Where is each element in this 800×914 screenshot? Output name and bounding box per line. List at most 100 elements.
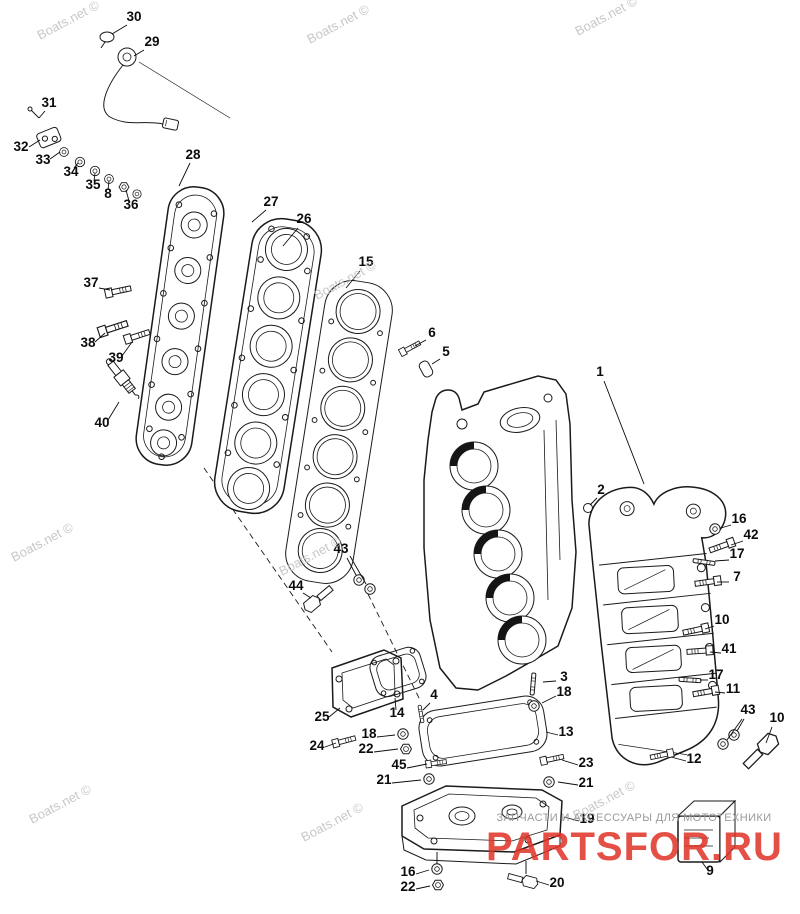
part-callout-1[interactable]: 1 [596, 364, 604, 379]
part-callout-15[interactable]: 15 [358, 254, 374, 269]
bolt-24 [331, 733, 357, 749]
part-callout-43[interactable]: 43 [740, 702, 756, 717]
part-callout-9[interactable]: 9 [706, 863, 714, 878]
bolt-38 [96, 317, 130, 339]
leader-line [49, 151, 61, 160]
part-callout-23[interactable]: 23 [578, 755, 594, 770]
crankcase [588, 486, 727, 766]
leader-line [28, 139, 41, 148]
leader-line [563, 816, 580, 822]
gasket-kit-box [676, 799, 737, 864]
part-callout-33[interactable]: 33 [35, 152, 51, 167]
part-callout-7[interactable]: 7 [733, 569, 741, 584]
leader-line [765, 726, 773, 744]
sensor-29 [117, 47, 137, 67]
part-callout-22[interactable]: 22 [400, 879, 415, 894]
exhaust-gasket [369, 646, 427, 698]
washer-21b [543, 776, 555, 788]
leader-line [324, 742, 337, 748]
part-callout-20[interactable]: 20 [549, 875, 564, 890]
part-callout-36[interactable]: 36 [123, 197, 139, 212]
leader-line [422, 702, 431, 711]
leader-line [346, 557, 357, 576]
part-callout-27[interactable]: 27 [263, 194, 278, 209]
plug-20 [506, 870, 540, 890]
leader-line [98, 287, 111, 291]
washer-16 [709, 523, 721, 535]
part-callout-16[interactable]: 16 [731, 511, 747, 526]
leader-line [414, 339, 427, 347]
part-callout-45[interactable]: 45 [391, 757, 407, 772]
part-callout-17[interactable]: 17 [708, 667, 723, 682]
part-callout-13[interactable]: 13 [558, 724, 574, 739]
washer-43d [364, 583, 376, 595]
leader-line [178, 162, 191, 187]
part-callout-42[interactable]: 42 [743, 527, 758, 542]
sensor-wire [103, 64, 164, 125]
part-callout-43[interactable]: 43 [333, 541, 349, 556]
part-callout-41[interactable]: 41 [721, 641, 737, 656]
part-callout-17[interactable]: 17 [729, 546, 744, 561]
part-callout-6[interactable]: 6 [428, 325, 436, 340]
part-callout-39[interactable]: 39 [108, 350, 123, 365]
part-callout-25[interactable]: 25 [314, 709, 330, 724]
part-callout-8[interactable]: 8 [104, 186, 112, 201]
part-callout-24[interactable]: 24 [309, 738, 325, 753]
part-callout-22[interactable]: 22 [358, 741, 373, 756]
washer-18 [397, 728, 409, 740]
part-callout-29[interactable]: 29 [144, 34, 159, 49]
part-callout-3[interactable]: 3 [560, 669, 568, 684]
leader-line [431, 358, 441, 365]
dowel-5 [418, 360, 434, 378]
part-callout-37[interactable]: 37 [83, 275, 98, 290]
part-callout-34[interactable]: 34 [63, 164, 79, 179]
part-callout-28[interactable]: 28 [185, 147, 201, 162]
part-callout-32[interactable]: 32 [13, 139, 28, 154]
washer-18b [528, 700, 540, 712]
head-bolts [96, 283, 152, 345]
part-callout-16[interactable]: 16 [400, 864, 416, 879]
part-callout-4[interactable]: 4 [430, 687, 438, 702]
part-callout-10[interactable]: 10 [714, 612, 729, 627]
part-callout-21[interactable]: 21 [578, 775, 594, 790]
head-gasket [285, 280, 393, 584]
leader-line [125, 189, 130, 202]
part-callout-2[interactable]: 2 [597, 482, 605, 497]
part-callout-10[interactable]: 10 [769, 710, 784, 725]
leader-line [720, 524, 732, 529]
part-callout-18[interactable]: 18 [361, 726, 377, 741]
part-callout-11[interactable]: 11 [726, 681, 741, 696]
leader-line [603, 380, 645, 485]
part-callout-40[interactable]: 40 [94, 415, 109, 430]
part-callout-19[interactable]: 19 [579, 811, 594, 826]
stud-17b [678, 676, 702, 684]
leader-line [709, 651, 722, 654]
leader-line [561, 759, 579, 766]
part-callout-44[interactable]: 44 [288, 578, 304, 593]
part-callout-38[interactable]: 38 [80, 335, 96, 350]
part-callout-5[interactable]: 5 [442, 344, 450, 359]
engine-block [423, 375, 577, 691]
part-callout-18[interactable]: 18 [556, 684, 572, 699]
leader-line [107, 401, 120, 421]
leader-line [415, 869, 430, 875]
leader-line [406, 763, 428, 769]
leader-line [251, 209, 267, 223]
leader-line [394, 697, 397, 711]
part-callout-26[interactable]: 26 [296, 211, 312, 226]
part-callout-21[interactable]: 21 [376, 772, 392, 787]
part-callout-31[interactable]: 31 [41, 95, 57, 110]
part-callout-14[interactable]: 14 [389, 705, 405, 720]
part-callout-12[interactable]: 12 [686, 751, 701, 766]
leader-line [376, 734, 396, 738]
leader-line [535, 880, 550, 886]
bolt-39 [122, 327, 152, 345]
adapter-plate [401, 785, 563, 874]
part-callout-30[interactable]: 30 [126, 9, 141, 24]
callout-layer: 3029313233343583628272615373839406512164… [13, 9, 784, 894]
leader-line [121, 341, 133, 357]
spark-plug [105, 358, 140, 399]
part-callout-35[interactable]: 35 [85, 177, 101, 192]
